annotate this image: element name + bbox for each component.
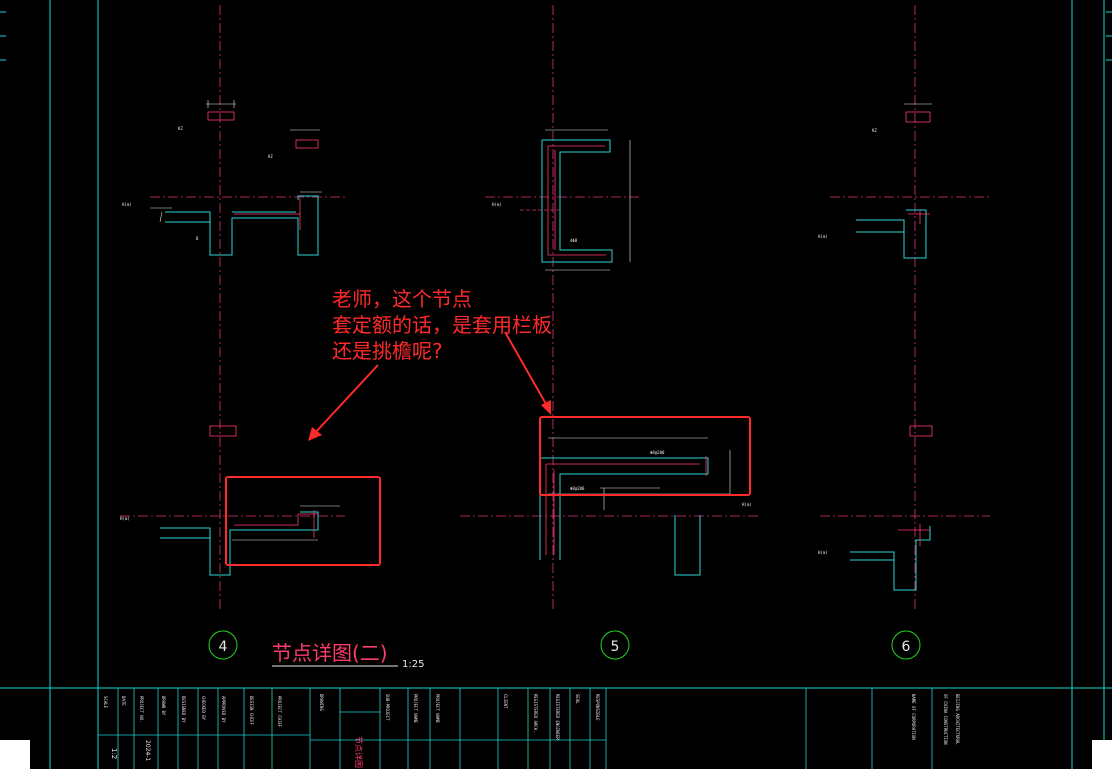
svg-text:Φ8@200: Φ8@200: [570, 486, 585, 491]
svg-text:OF CHINA CONSTRUCTION: OF CHINA CONSTRUCTION: [943, 694, 948, 745]
beam-section: [905, 111, 931, 123]
sheet-title: 节点详图(二): [272, 641, 388, 665]
svg-text:H(m): H(m): [818, 550, 828, 555]
annotation-line-2: 套定额的话，是套用栏板: [332, 313, 552, 337]
detail-6-lower: H(m): [818, 425, 933, 591]
markup-layer: [225, 331, 751, 566]
svg-text:DESIGN CHIEF: DESIGN CHIEF: [249, 696, 254, 725]
svg-text:H(m): H(m): [122, 202, 132, 207]
annotation-line-1: 老师，这个节点: [332, 287, 472, 311]
sheet-scale: 1:25: [402, 659, 424, 670]
svg-text:H(m): H(m): [492, 202, 502, 207]
arrow-right-head: [541, 400, 551, 415]
svg-text:PROJECT NAME: PROJECT NAME: [413, 694, 418, 723]
beam-section: [909, 425, 933, 437]
axis-markers: 4 5 6: [208, 630, 921, 660]
svg-text:CHECKED BY: CHECKED BY: [201, 696, 206, 721]
detail-4-lower: H(m): [120, 425, 340, 576]
annotation-line-3: 还是挑檐呢?: [332, 339, 443, 363]
title-block: [97, 688, 933, 769]
svg-text:H(m): H(m): [818, 234, 828, 239]
svg-text:SUB-PROJECT: SUB-PROJECT: [385, 694, 390, 721]
svg-text:BEIJING ARCHITECTURAL: BEIJING ARCHITECTURAL: [955, 694, 960, 745]
svg-text:SCALE: SCALE: [103, 696, 108, 709]
detail-5-upper: H(m) 4Φ8: [492, 129, 631, 271]
svg-text:DRAWING: DRAWING: [319, 694, 324, 711]
arrow-right: [504, 331, 547, 405]
svg-text:NAME OF CORPORATION: NAME OF CORPORATION: [911, 694, 916, 740]
svg-text:REGISTERED ENGINEER: REGISTERED ENGINEER: [555, 694, 560, 740]
title-block-date: 2024-1: [144, 740, 151, 761]
svg-text:SEAL: SEAL: [575, 694, 580, 704]
detail-5-lower: Φ8@200 Φ8@200 H(m): [539, 437, 752, 576]
svg-text:KZ: KZ: [268, 154, 273, 159]
highlight-box-right: [539, 416, 751, 496]
svg-text:KZ: KZ: [178, 126, 183, 131]
axis-label-6: 6: [902, 639, 911, 655]
annotation-note: 老师，这个节点 套定额的话，是套用栏板 还是挑檐呢?: [332, 286, 552, 364]
svg-text:RESPONSIBLE: RESPONSIBLE: [595, 694, 600, 721]
arrow-left: [313, 364, 379, 435]
svg-text:DRAWN BY: DRAWN BY: [161, 696, 166, 716]
beam-section: [207, 111, 235, 121]
svg-text:Φ8@200: Φ8@200: [650, 450, 665, 455]
svg-text:PROJECT NAME: PROJECT NAME: [435, 694, 440, 723]
svg-text:KZ: KZ: [872, 128, 877, 133]
beam-section: [209, 425, 237, 437]
svg-text:CLIENT: CLIENT: [503, 694, 508, 709]
highlight-box-left: [225, 476, 381, 566]
axis-bubble-6: [891, 630, 921, 660]
detail-4-upper: KZ KZ H(m) B: [122, 100, 322, 256]
title-block-text: SCALE DATE PROJECT NO. DRAWN BY DESIGNED…: [103, 694, 960, 768]
svg-text:DATE: DATE: [121, 696, 126, 706]
axis-bubble-4: [208, 630, 238, 660]
arrow-left-head: [308, 427, 322, 441]
svg-text:1:2: 1:2: [110, 748, 118, 759]
svg-text:PROJECT CHIEF: PROJECT CHIEF: [277, 696, 282, 728]
svg-text:H(m): H(m): [120, 516, 130, 521]
svg-text:REGISTERED ARCH.: REGISTERED ARCH.: [533, 694, 538, 733]
svg-text:H(m): H(m): [742, 502, 752, 507]
beam-section: [295, 139, 319, 149]
svg-text:APPROVED BY: APPROVED BY: [221, 696, 226, 723]
sheet-title-group: 节点详图(二) 1:25: [272, 641, 424, 670]
svg-text:DESIGNED BY: DESIGNED BY: [181, 696, 186, 723]
svg-text:4Φ8: 4Φ8: [570, 238, 578, 243]
axis-label-4: 4: [219, 639, 228, 655]
svg-text:B: B: [196, 236, 199, 241]
axis-bubble-5: [600, 630, 630, 660]
axis-lines: [120, 5, 990, 610]
detail-6-upper: H(m) KZ: [818, 103, 932, 259]
title-block-sheet-name: 节点详图: [354, 736, 364, 768]
svg-text:PROJECT NO.: PROJECT NO.: [139, 696, 144, 723]
axis-label-5: 5: [611, 639, 620, 655]
